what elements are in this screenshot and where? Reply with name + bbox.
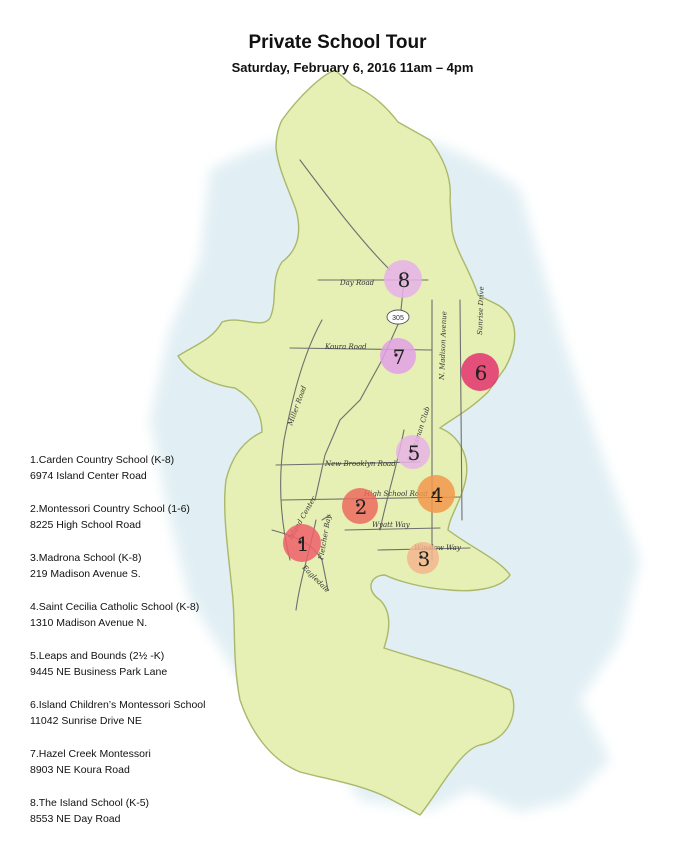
road-label-koura: Koura Road: [324, 343, 367, 351]
school-address: 8225 High School Road: [30, 519, 141, 531]
school-location-dot: [432, 491, 436, 495]
school-name: 1.Carden Country School (K-8): [30, 454, 175, 466]
highway-305-shield: 305: [386, 309, 410, 325]
school-marker-number: 2: [355, 495, 368, 519]
school-marker-8: 8: [384, 260, 422, 298]
road-label-madison: N. Madison Avenue: [438, 311, 448, 381]
school-location-dot: [356, 503, 360, 507]
school-address: 8553 NE Day Road: [30, 813, 121, 825]
island-land: [177, 69, 516, 816]
school-name: 8.The Island School (K-5): [30, 797, 150, 809]
school-marker-6: 6: [461, 353, 499, 391]
school-marker-circle: [342, 488, 378, 524]
school-location-dot: [394, 353, 398, 357]
school-marker-number: 8: [398, 268, 411, 292]
school-marker-circle: [417, 475, 455, 513]
school-marker-number: 5: [408, 441, 421, 465]
school-location-dot: [298, 540, 302, 544]
school-address: 11042 Sunrise Drive NE: [30, 715, 142, 727]
school-address: 6974 Island Center Road: [30, 470, 147, 482]
road-label-winslow: Winslow Way: [414, 544, 462, 552]
school-name: 5.Leaps and Bounds (2½ -K): [30, 650, 165, 662]
school-marker-circle: [384, 260, 422, 298]
school-marker-1: 1: [283, 524, 321, 562]
school-location-dot: [419, 555, 423, 559]
school-marker-number: 6: [475, 361, 488, 385]
road-label-new-brooklyn: New Brooklyn Road: [324, 460, 396, 468]
school-address: 219 Madison Avenue S.: [30, 568, 141, 580]
legend-item: 5.Leaps and Bounds (2½ -K) 9445 NE Busine…: [30, 648, 205, 680]
page-title: Private School Tour: [248, 32, 427, 53]
road-label-sunrise: Sunrise Drive: [476, 286, 486, 335]
school-location-dot: [399, 276, 403, 280]
school-marker-7: 7: [380, 338, 416, 374]
school-address: 1310 Madison Avenue N.: [30, 617, 148, 629]
school-name: 7.Hazel Creek Montessori: [30, 748, 151, 760]
legend-item: 3.Madrona School (K-8) 219 Madison Avenue…: [30, 550, 205, 582]
school-markers: 1 2 3 45 6 7 8: [283, 260, 499, 574]
school-name: 2.Montessori Country School (1-6): [30, 503, 190, 515]
school-address: 8903 NE Koura Road: [30, 764, 130, 776]
legend-item: 7.Hazel Creek Montessori 8903 NE Koura Ro…: [30, 746, 205, 778]
legend-item: 8.The Island School (K-5) 8553 NE Day Roa…: [30, 795, 205, 827]
school-name: 3.Madrona School (K-8): [30, 552, 142, 564]
school-marker-5: 5: [396, 435, 430, 469]
school-name: 4.Saint Cecilia Catholic School (K-8): [30, 601, 200, 613]
school-marker-number: 4: [431, 483, 444, 507]
school-marker-circle: [461, 353, 499, 391]
road-label-day: Day Road: [339, 279, 375, 287]
school-marker-4: 4: [417, 475, 455, 513]
legend-item: 1.Carden Country School (K-8) 6974 Island…: [30, 452, 205, 484]
svg-text:305: 305: [392, 315, 404, 322]
island-map: 305 Day Road Koura Road Miller Road New …: [150, 69, 640, 816]
road-label-high-school: High School Road: [363, 490, 428, 498]
school-marker-circle: [283, 524, 321, 562]
school-marker-circle: [396, 435, 430, 469]
legend-item: 6.Island Children’s Montessori School 110…: [30, 697, 205, 729]
legend-item: 2.Montessori Country School (1-6) 8225 Hi…: [30, 501, 205, 533]
school-marker-number: 7: [393, 345, 406, 369]
school-marker-circle: [407, 542, 439, 574]
road-label-wyatt: Wyatt Way: [372, 521, 411, 529]
school-address: 9445 NE Business Park Lane: [30, 666, 168, 678]
school-marker-number: 3: [418, 547, 431, 571]
school-name: 6.Island Children’s Montessori School: [30, 699, 206, 711]
page-subtitle: Saturday, February 6, 2016 11am – 4pm: [231, 60, 474, 75]
legend-item: 4.Saint Cecilia Catholic School (K-8) 131…: [30, 599, 205, 631]
school-marker-number: 1: [297, 532, 310, 556]
header: Private School Tour Saturday, February 6…: [0, 32, 675, 75]
school-marker-3: 3: [407, 542, 439, 574]
school-marker-circle: [380, 338, 416, 374]
school-location-dot: [476, 369, 480, 373]
school-marker-2: 2: [342, 488, 378, 524]
school-legend: 1.Carden Country School (K-8) 6974 Island…: [30, 452, 205, 844]
school-location-dot: [409, 449, 413, 453]
